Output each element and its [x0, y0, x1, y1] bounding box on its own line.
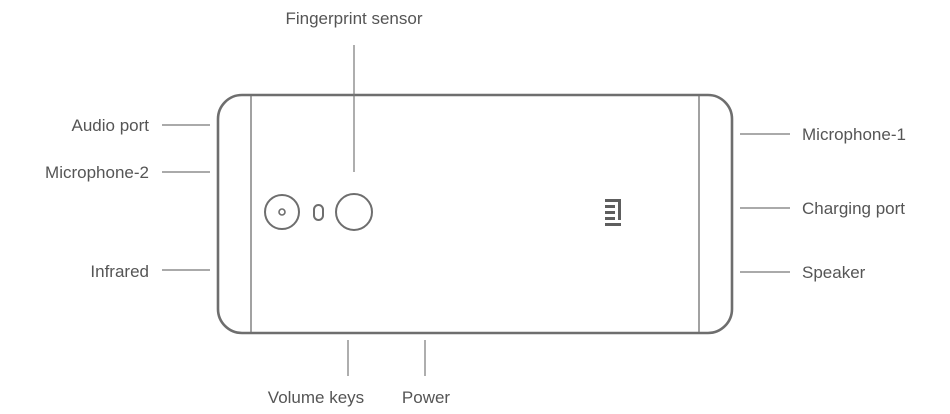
fingerprint-sensor-icon	[335, 193, 373, 231]
label-charging-port: Charging port	[802, 199, 905, 218]
flash-icon	[313, 204, 324, 221]
label-volume-keys: Volume keys	[268, 388, 364, 407]
phone-body	[216, 93, 734, 335]
mi-logo-icon	[605, 199, 621, 226]
camera-lens-icon	[264, 194, 300, 230]
label-microphone-2: Microphone-2	[45, 163, 149, 182]
label-audio-port: Audio port	[72, 116, 150, 135]
label-microphone-1: Microphone-1	[802, 125, 906, 144]
label-fingerprint-sensor: Fingerprint sensor	[285, 9, 422, 28]
label-speaker: Speaker	[802, 263, 866, 282]
label-infrared: Infrared	[90, 262, 149, 281]
label-power: Power	[402, 388, 451, 407]
